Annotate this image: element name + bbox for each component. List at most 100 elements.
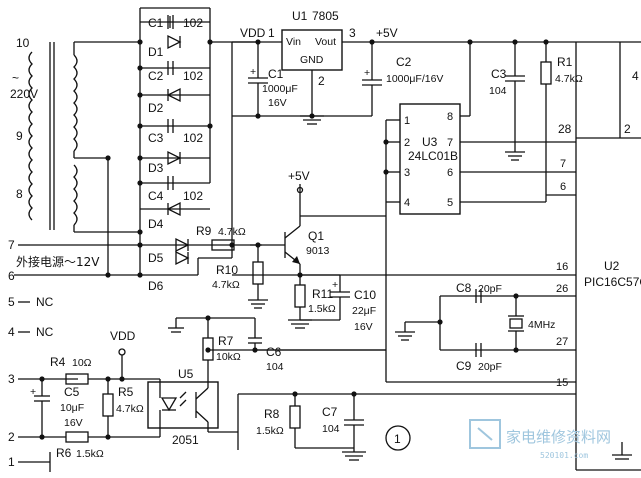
- bridge-c4-value: 102: [183, 189, 203, 203]
- bridge-d1-label: D1: [148, 45, 164, 59]
- r5-value: 4.7kΩ: [116, 403, 144, 415]
- bridge-c3-label: C3: [148, 131, 164, 145]
- r6-value: 1.5kΩ: [76, 448, 104, 460]
- c2-value: 1000μF/16V: [386, 73, 443, 85]
- crystal-freq: 4MHz: [528, 319, 555, 331]
- bridge-c3-value: 102: [183, 131, 203, 145]
- bridge-d2-label: D2: [148, 101, 164, 115]
- c8-label: C8: [456, 281, 472, 295]
- u1-pin3: 3: [349, 26, 356, 40]
- vdd-opto-label: VDD: [110, 329, 136, 343]
- r11-value: 1.5kΩ: [308, 303, 336, 315]
- connector-pin2: 2: [8, 430, 15, 444]
- bridge-d3-label: D3: [148, 161, 164, 175]
- watermark-logo-icon: [469, 419, 501, 449]
- u3-part: 24LC01B: [408, 149, 458, 163]
- mcu-power-section: C3 104 R1 4.7kΩ 28 2 4: [489, 42, 641, 470]
- c9-value: 20pF: [478, 361, 502, 373]
- bridge-d4-label: D4: [148, 217, 164, 231]
- c9-label: C9: [456, 359, 472, 373]
- plus5v-q1-label: +5V: [288, 169, 310, 183]
- c5-value: 10μF: [60, 402, 84, 414]
- plus5v-label: +5V: [376, 26, 398, 40]
- connector-pin6: 6: [8, 269, 15, 283]
- c1-label: C1: [268, 67, 284, 81]
- mcu-u2: U2 PIC16C57C 15: [556, 259, 641, 389]
- c3-label: C3: [491, 67, 507, 81]
- u1-pin1: 1: [268, 26, 275, 40]
- r7-label: R7: [218, 334, 234, 348]
- bridge-d6-label: D6: [148, 279, 164, 293]
- connector-pin4: 4: [8, 325, 15, 339]
- crystal-section: C8 20pF 4MHz C9 20pF 26 27: [395, 281, 576, 373]
- c3-value: 104: [489, 85, 507, 97]
- u1-name: U1: [292, 9, 308, 23]
- eeprom-u3: 1 2 3 4 8 7 6 5 U3 24LC01B 7 6: [383, 42, 576, 215]
- connector-pin5-nc: NC: [36, 295, 54, 309]
- left-connector: 7 外接电源～12V 6 5 NC 4 NC 3 2 1 +: [8, 238, 161, 472]
- transformer-pin-8: 8: [16, 187, 23, 201]
- u2-pin16: 16: [556, 261, 568, 273]
- figure-number-text: 1: [394, 432, 401, 446]
- connector-pin1: 1: [8, 455, 15, 469]
- u1-vin: Vin: [286, 36, 301, 48]
- r5-label: R5: [118, 385, 134, 399]
- watermark: 家电维修资料网 520101.com: [469, 419, 611, 460]
- tilde-icon: ~: [12, 71, 19, 85]
- c6-value: 104: [266, 361, 284, 373]
- bridge-c2-value: 102: [183, 69, 203, 83]
- bridge-c1-value: 102: [183, 16, 203, 30]
- bridge-c2-label: C2: [148, 69, 164, 83]
- u1-gnd: GND: [300, 54, 324, 66]
- transformer-voltage: 220V: [10, 87, 38, 101]
- u1-pin2: 2: [318, 74, 325, 88]
- external-supply-label: 外接电源～12V: [16, 254, 100, 269]
- transformer: 10 ~ 220V 9 8: [10, 36, 140, 275]
- connector-pin5: 5: [8, 295, 15, 309]
- r4-value: 10Ω: [72, 357, 92, 369]
- u2-pin2: 2: [624, 122, 631, 136]
- plus-sign-icon-2: +: [364, 67, 370, 79]
- plus-sign-icon-3: +: [332, 279, 338, 291]
- c10-value: 22μF: [352, 305, 376, 317]
- u3-pin8: 8: [447, 111, 453, 123]
- u3-name: U3: [422, 135, 438, 149]
- vdd-label: VDD: [240, 26, 266, 40]
- r9-label: R9: [196, 224, 212, 238]
- connector-pin7: 7: [8, 238, 15, 252]
- u1-regulator: [281, 29, 343, 71]
- bridge-c1-label: C1: [148, 16, 164, 30]
- c5-voltage: 16V: [64, 417, 83, 429]
- watermark-url: 520101.com: [540, 451, 588, 460]
- u3-pin6: 6: [447, 167, 453, 179]
- r11-label: R11: [312, 287, 333, 301]
- r7-value: 10kΩ: [216, 351, 241, 363]
- transformer-pin-9: 9: [16, 129, 23, 143]
- r10-label: R10: [216, 263, 238, 277]
- u3-pin2: 2: [404, 137, 410, 149]
- u2-pin4: 4: [632, 69, 639, 83]
- r1-value: 4.7kΩ: [555, 73, 583, 85]
- c8-value: 20pF: [478, 283, 502, 295]
- plus-sign-icon-4: +: [30, 386, 36, 398]
- bridge-c4-label: C4: [148, 189, 164, 203]
- u5-name: U5: [178, 367, 194, 381]
- c10-voltage: 16V: [354, 321, 373, 333]
- u3-pin4: 4: [404, 197, 410, 209]
- u2-name: U2: [604, 259, 620, 273]
- c10-label: C10: [354, 288, 376, 302]
- u2-pin7: 7: [560, 158, 566, 170]
- c1-voltage: 16V: [268, 97, 287, 109]
- regulator-section: + + VDD 1 U1 7805 Vin Vout GND 3 2 +5V C…: [232, 9, 641, 125]
- c7-label: C7: [322, 405, 338, 419]
- r10-value: 4.7kΩ: [212, 279, 240, 291]
- optocoupler-section: R7 10kΩ C6 104 U5 2051: [147, 315, 576, 450]
- c2-label: C2: [396, 55, 412, 69]
- c5-label: C5: [64, 385, 80, 399]
- r9-value: 4.7kΩ: [218, 226, 246, 238]
- u2-pin27: 27: [556, 336, 568, 348]
- c6-label: C6: [266, 345, 282, 359]
- u1-part: 7805: [312, 9, 339, 23]
